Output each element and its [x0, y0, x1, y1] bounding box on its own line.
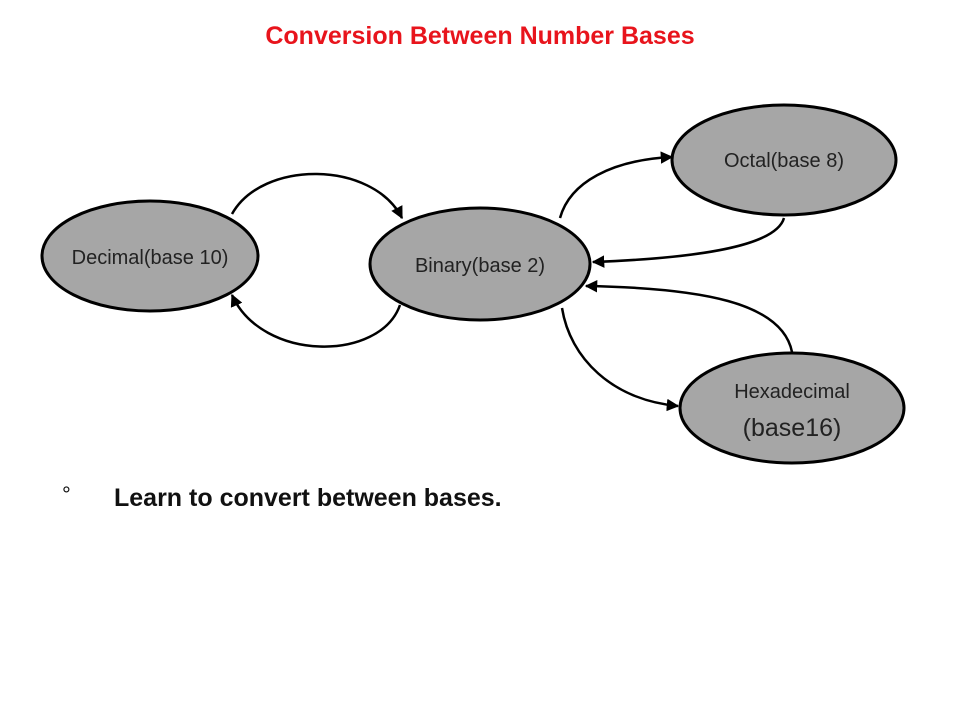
node-decimal-label: Decimal(base 10) [72, 247, 229, 269]
node-hexadecimal: Hexadecimal (base16) [678, 351, 906, 465]
bullet-text: Learn to convert between bases. [114, 484, 502, 512]
node-hexadecimal-label-line1: Hexadecimal [734, 381, 850, 403]
node-decimal: Decimal(base 10) [40, 199, 260, 313]
arrow-octal-to-binary [591, 217, 786, 268]
bullet-marker: ° [62, 482, 71, 507]
node-decimal-ellipse [40, 199, 260, 313]
page-title: Conversion Between Number Bases [265, 22, 695, 50]
node-octal-ellipse [670, 103, 898, 217]
node-binary: Binary(base 2) [368, 206, 592, 322]
node-octal-label: Octal(base 8) [724, 150, 844, 172]
node-binary-label: Binary(base 2) [415, 255, 545, 277]
arrow-hex-to-binary [584, 279, 794, 353]
node-binary-ellipse [368, 206, 592, 322]
node-octal: Octal(base 8) [670, 103, 898, 217]
arrow-binary-to-decimal [230, 293, 402, 348]
node-hexadecimal-label-line2: (base16) [743, 414, 842, 442]
arrow-decimal-to-binary [230, 172, 404, 220]
node-hexadecimal-ellipse [678, 351, 906, 465]
arrow-binary-to-hex [560, 307, 680, 412]
arrow-binary-to-octal [558, 151, 674, 219]
